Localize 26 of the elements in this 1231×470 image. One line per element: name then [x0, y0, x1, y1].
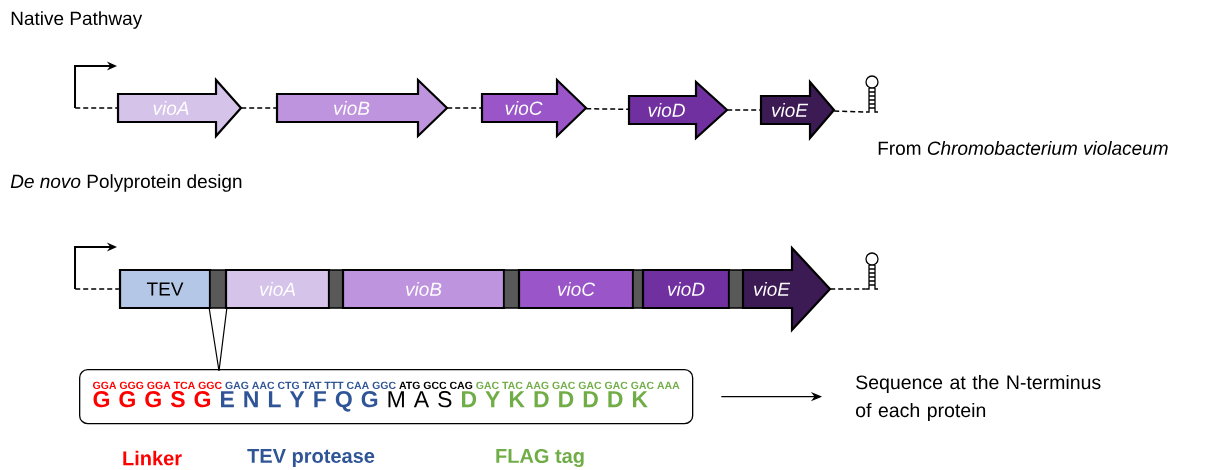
- dashed-line: [585, 107, 630, 111]
- source-text: From Chromobacterium violaceum: [878, 141, 1168, 155]
- dashed-line: [829, 288, 867, 290]
- section-heading: De novo Polyprotein design: [10, 174, 242, 192]
- protein-domain-box: TEV: [118, 268, 212, 310]
- linker-box: [328, 269, 344, 309]
- segment-label: Linker: [123, 450, 182, 466]
- terminator-symbol: [865, 252, 879, 290]
- sequence-box: GGA GGG GGA TCA GGC GAG AAC CTG TAT TTT CAA GGC ATG GCC CAG GAC TAC AAG GAC GAC GAC GAC AAA G G G S G E N L Y F Q G M A S D Y K D D D D K: [79, 369, 694, 425]
- protein-domain-box: vioA: [224, 268, 331, 310]
- segment-label: TEV protease: [247, 449, 375, 467]
- dashed-line: [240, 107, 278, 109]
- dashed-line: [74, 107, 119, 109]
- linker-box: [209, 269, 227, 309]
- leader-line: [208, 308, 228, 372]
- protein-domain-box: vioC: [517, 268, 635, 310]
- terminator-symbol: [865, 75, 879, 113]
- protein-domain-box: vioB: [341, 268, 506, 310]
- dashed-line: [74, 288, 120, 290]
- section-heading: Native Pathway: [11, 11, 143, 29]
- linker-box: [728, 269, 744, 309]
- dashed-line: [726, 109, 762, 111]
- segment-label: FLAG tag: [496, 448, 584, 468]
- protein-domain-box: vioD: [641, 268, 731, 310]
- note-text: Sequence at the N-terminus of each protein: [856, 374, 1101, 422]
- dashed-line: [446, 107, 483, 109]
